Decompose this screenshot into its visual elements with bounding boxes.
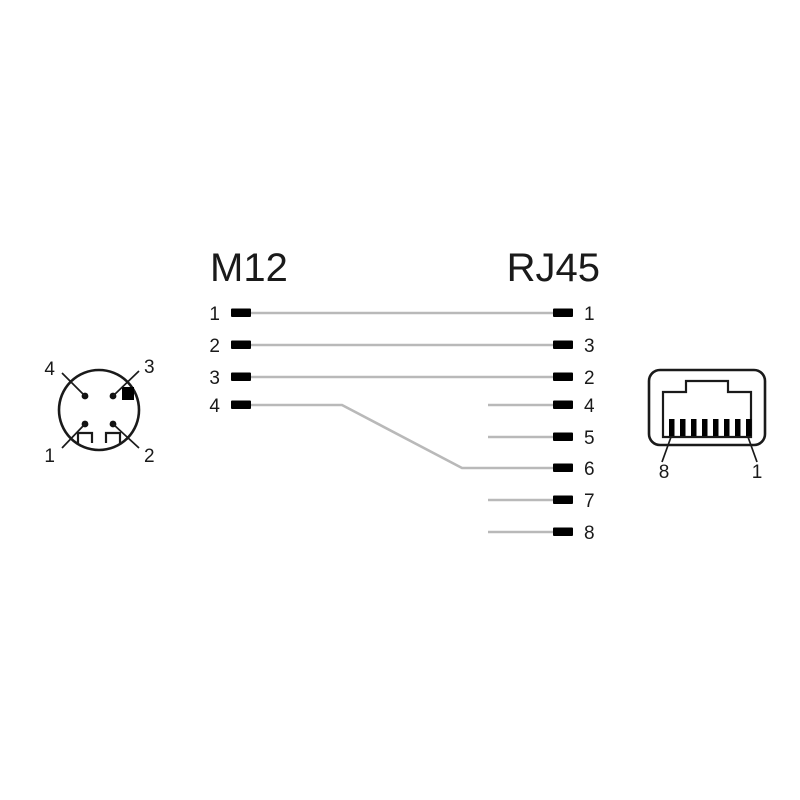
rj45-contact-4 <box>713 419 719 436</box>
label-rj45-pin-4: 4 <box>584 396 595 417</box>
rj45-contact-3 <box>724 419 730 436</box>
rj45-contact-1 <box>746 419 752 436</box>
m12-key-marker <box>122 387 134 400</box>
label-rj45-pin-8: 8 <box>584 523 595 544</box>
rj45-contact-8 <box>669 419 675 436</box>
rj45-connector-face: 8 1 <box>647 368 767 483</box>
label-rj45-pin-6: 6 <box>584 459 595 480</box>
label-rj45-pin-3: 3 <box>584 336 595 357</box>
m12-face-label-1: 1 <box>44 446 55 467</box>
label-rj45-pin-1: 1 <box>584 304 595 325</box>
m12-connector-face: 4 3 1 2 <box>44 357 154 467</box>
m12-heading: M12 <box>210 246 288 290</box>
terminal-m12-pin-1 <box>231 308 251 317</box>
rj45-contact-6 <box>691 419 697 436</box>
m12-face-label-3: 3 <box>144 357 155 378</box>
label-m12-pin-1: 1 <box>209 304 220 325</box>
label-m12-pin-3: 3 <box>209 368 220 389</box>
m12-leader-2 <box>112 423 140 449</box>
m12-face-label-2: 2 <box>144 446 155 467</box>
m12-leader-3 <box>112 370 140 397</box>
terminal-m12-pin-2 <box>231 340 251 349</box>
label-rj45-pin-2: 2 <box>584 368 595 389</box>
rj45-contact-2 <box>735 419 741 436</box>
terminal-rj45-pin-4 <box>553 400 573 409</box>
rj45-face-label-1: 1 <box>752 462 763 483</box>
terminal-rj45-pin-7 <box>553 495 573 504</box>
label-rj45-pin-7: 7 <box>584 491 595 512</box>
terminal-rj45-pin-2 <box>553 372 573 381</box>
m12-face-label-4: 4 <box>44 359 55 380</box>
terminal-rj45-pin-8 <box>553 527 573 536</box>
label-rj45-pin-5: 5 <box>584 428 595 449</box>
terminal-m12-pin-4 <box>231 400 251 409</box>
rj45-heading: RJ45 <box>507 246 600 290</box>
rj45-housing <box>647 368 767 447</box>
terminal-rj45-pin-5 <box>553 432 573 441</box>
rj45-leader-1 <box>747 436 758 463</box>
rj45-leader-8 <box>661 436 672 463</box>
terminal-rj45-pin-6 <box>553 463 573 472</box>
m12-leader-4 <box>61 372 86 397</box>
terminal-rj45-pin-3 <box>553 340 573 349</box>
rj45-contact-5 <box>702 419 708 436</box>
rj45-face-label-8: 8 <box>659 462 670 483</box>
label-m12-pin-2: 2 <box>209 336 220 357</box>
m12-keyway-right <box>104 431 122 443</box>
m12-leader-1 <box>61 423 86 449</box>
wire-4-to-6 <box>240 403 562 470</box>
terminal-m12-pin-3 <box>231 372 251 381</box>
m12-keyway-left <box>76 431 94 443</box>
rj45-contact-7 <box>680 419 686 436</box>
terminal-rj45-pin-1 <box>553 308 573 317</box>
label-m12-pin-4: 4 <box>209 396 220 417</box>
m12-body-circle <box>57 368 141 452</box>
